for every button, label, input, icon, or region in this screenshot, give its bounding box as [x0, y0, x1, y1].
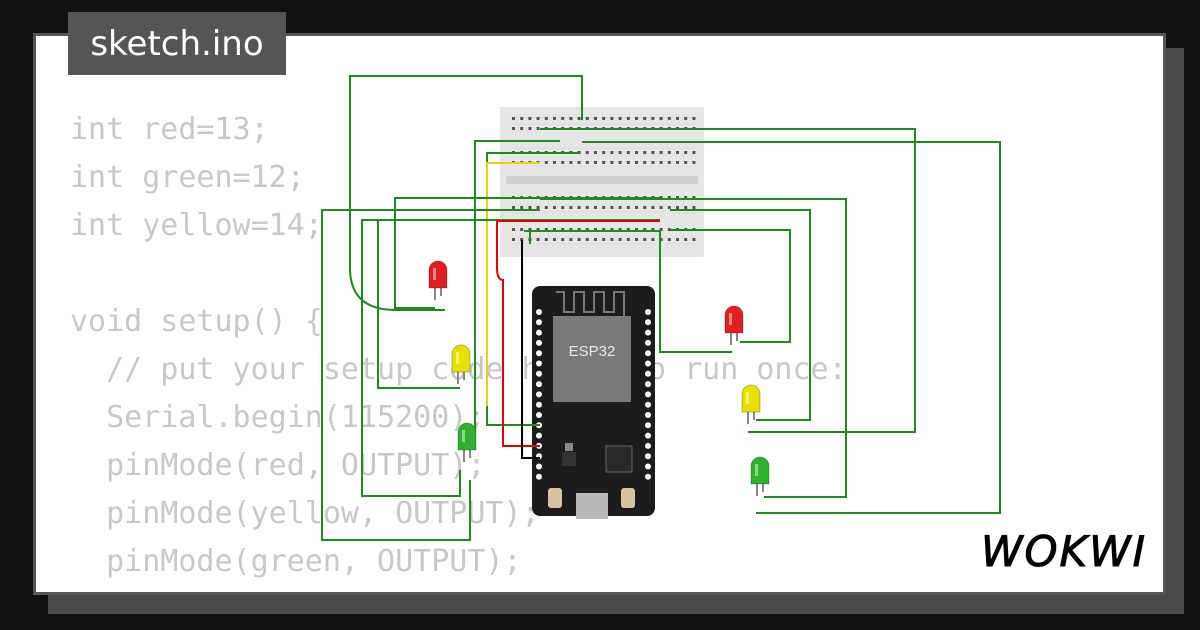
esp32-board: ESP32: [532, 286, 655, 519]
yellow-led-left[interactable]: [451, 344, 471, 384]
wires: [321, 75, 1001, 541]
code-line: pinMode(red, OUTPUT);: [70, 448, 486, 483]
code-line: pinMode(yellow, OUTPUT);: [70, 496, 540, 531]
esp32-chip: [553, 316, 631, 402]
file-tab[interactable]: sketch.ino: [68, 12, 286, 75]
code-line: void setup() {: [70, 304, 323, 339]
usb-port: [576, 493, 608, 519]
yellow-led-right[interactable]: [741, 384, 761, 424]
logo-text: WOKWI: [981, 527, 1147, 576]
green-led-left[interactable]: [457, 422, 477, 462]
wokwi-logo: WOKWI: [976, 522, 1152, 580]
code-line: int red=13;: [70, 112, 269, 147]
red-led-right[interactable]: [724, 305, 744, 345]
esp32-label: ESP32: [569, 343, 616, 360]
code-line: Serial.begin(115200);: [70, 400, 486, 435]
code-editor: int red=13; int green=12; int yellow=14; vo…: [70, 106, 847, 592]
code-line: pinMode(green, OUTPUT);: [70, 544, 522, 579]
green-led-right[interactable]: [750, 456, 770, 496]
red-led-left[interactable]: [428, 260, 448, 300]
code-line: int green=12;: [70, 160, 305, 195]
code-line: int yellow=14;: [70, 208, 323, 243]
